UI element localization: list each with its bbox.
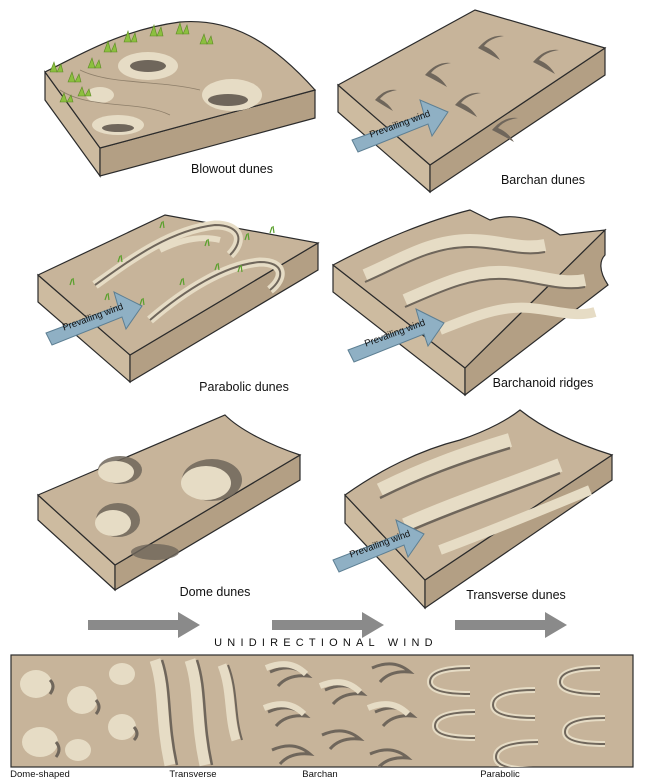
strip-label-parabolic: Parabolic (480, 769, 520, 780)
banner-arrow-right (455, 612, 567, 638)
unidirectional-wind-banner: UNIDIRECTIONAL WIND (214, 637, 438, 649)
strip-label-transverse: Transverse (169, 769, 216, 780)
caption-dome-dunes: Dome dunes (180, 585, 251, 599)
block-transverse-dunes (345, 410, 612, 608)
banner-arrow-left (88, 612, 200, 638)
caption-parabolic-dunes: Parabolic dunes (199, 380, 289, 394)
block-parabolic-dunes (38, 215, 318, 382)
caption-blowout-dunes: Blowout dunes (191, 162, 273, 176)
caption-barchan-dunes: Barchan dunes (501, 173, 585, 187)
strip-label-barchan: Barchan (302, 769, 337, 780)
block-barchanoid-ridges (333, 210, 608, 395)
dune-continuum-strip (11, 655, 633, 770)
caption-transverse-dunes: Transverse dunes (466, 588, 566, 602)
strip-label-dome-shaped: Dome-shaped (10, 769, 70, 780)
block-barchan-dunes (338, 10, 605, 192)
block-dome-dunes (38, 415, 300, 590)
banner-arrow-middle (272, 612, 384, 638)
block-blowout-dunes (45, 22, 315, 176)
caption-barchanoid-ridges: Barchanoid ridges (493, 376, 594, 390)
